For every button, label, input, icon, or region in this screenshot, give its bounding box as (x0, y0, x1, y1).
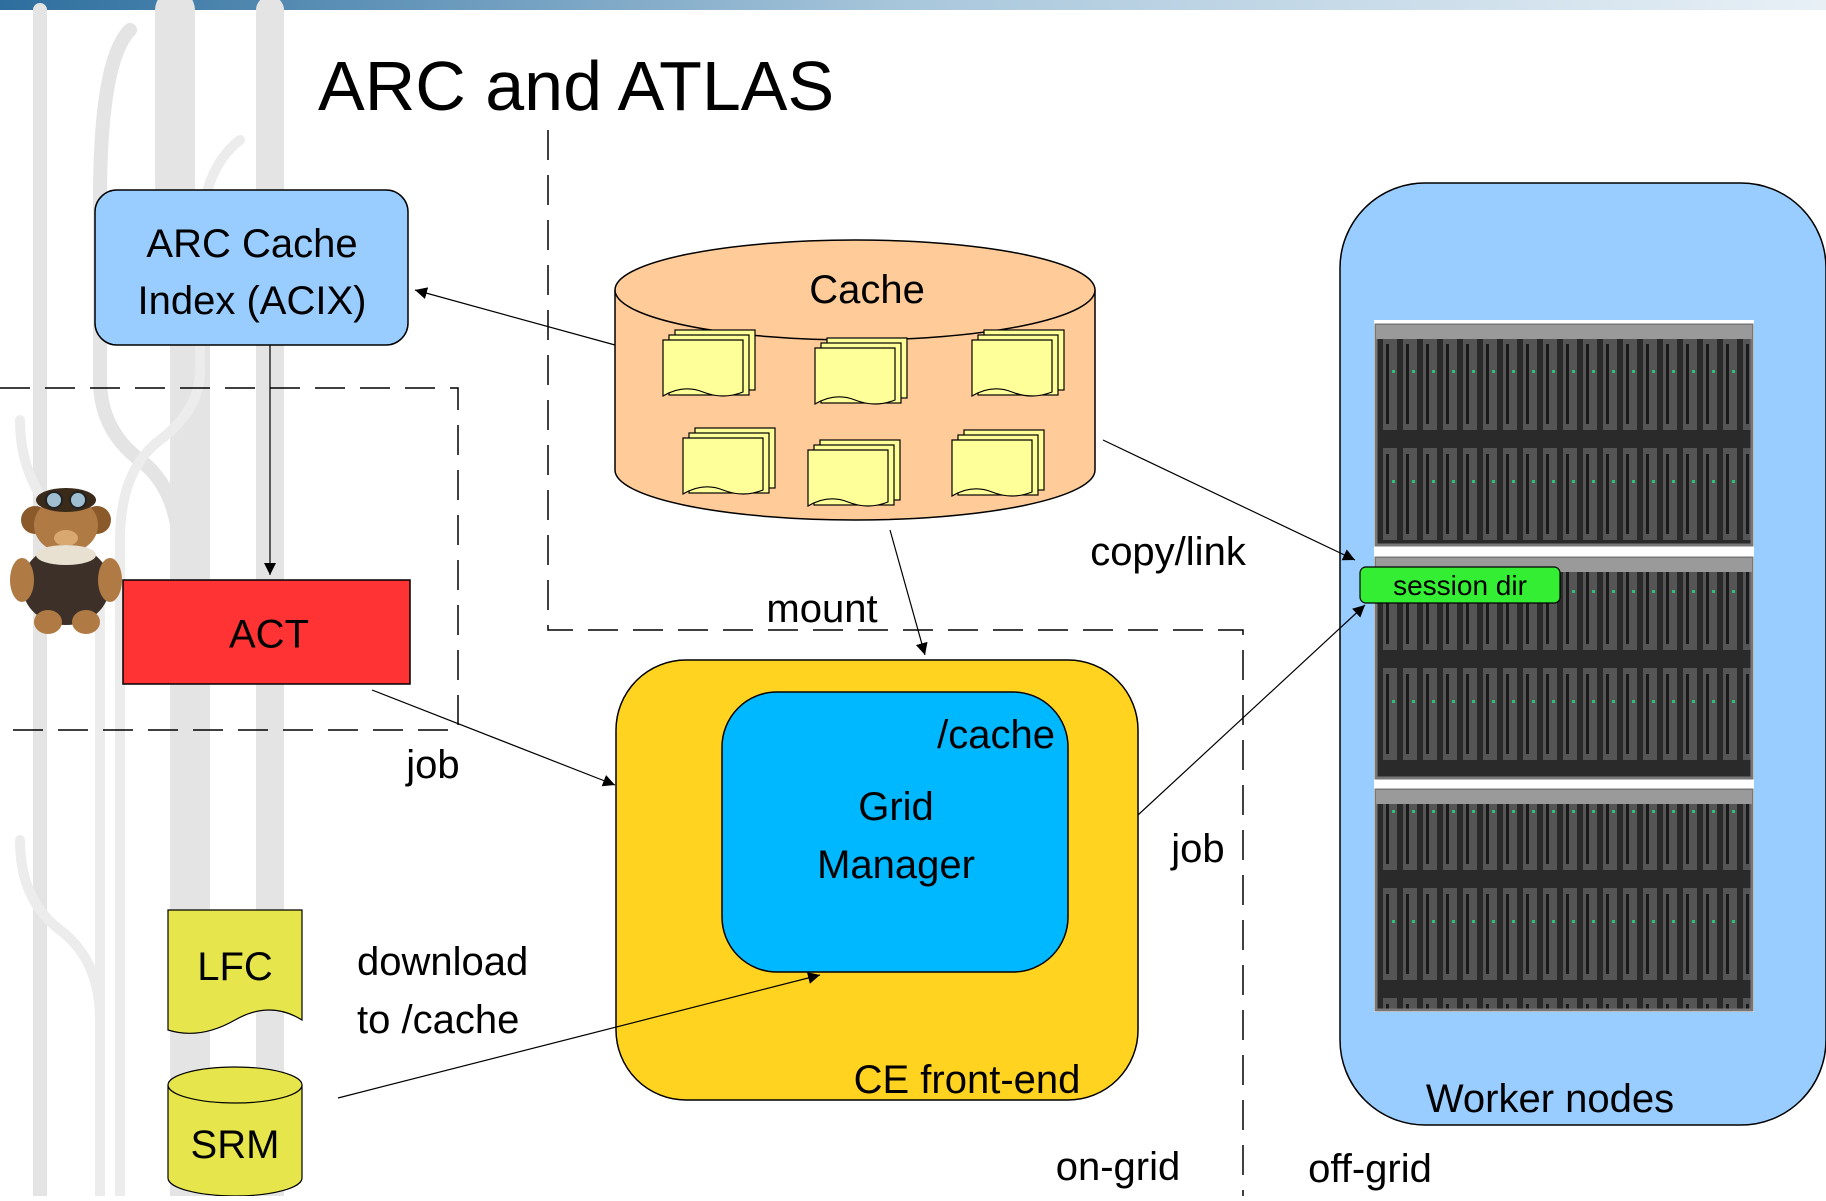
arrow-ce-to-session-dir (1137, 604, 1366, 816)
grid-manager-label-line1: Grid (858, 785, 934, 829)
acix-label-line2: Index (ACIX) (138, 279, 367, 323)
edge-label-copy-link: copy/link (1090, 530, 1247, 574)
edge-label-mount: mount (766, 587, 877, 631)
acix-label-line1: ARC Cache (146, 222, 357, 266)
region-label-off-grid: off-grid (1308, 1147, 1432, 1191)
arrow-cache-to-acix (414, 287, 616, 346)
file-stack-icon (807, 439, 901, 508)
cache-label: Cache (809, 268, 925, 312)
server-rack-icons (1374, 320, 1754, 1012)
server-rack-icon (1374, 323, 1754, 547)
slide-title: ARC and ATLAS (318, 47, 834, 125)
top-banner-bar (0, 0, 1826, 10)
arrow-act-to-ce (371, 689, 616, 787)
lfc-document-shape (167, 909, 303, 1034)
server-rack-icon (1374, 788, 1754, 1012)
lfc-label: LFC (197, 945, 273, 989)
act-box (122, 579, 411, 685)
arrow-srm-to-grid-manager (337, 972, 821, 1099)
srm-cylinder (167, 1066, 303, 1197)
grid-manager-label-line2: Manager (817, 843, 975, 887)
srm-label: SRM (191, 1123, 280, 1167)
edge-label-job-act: job (405, 743, 459, 787)
worker-nodes-label: Worker nodes (1426, 1077, 1674, 1121)
edge-label-download-line1: download (357, 940, 528, 984)
file-stack-icons (662, 329, 1065, 508)
acix-box (94, 189, 409, 346)
file-stack-icon (682, 427, 776, 496)
act-label: ACT (229, 613, 309, 657)
file-stack-icon (971, 329, 1065, 398)
edges (264, 287, 1366, 1099)
file-stack-icon (662, 329, 756, 398)
region-label-on-grid: on-grid (1056, 1145, 1181, 1189)
cache-mount-label: /cache (937, 713, 1055, 757)
session-dir-label: session dir (1393, 570, 1527, 601)
file-stack-icon (814, 337, 908, 406)
region-boundaries (0, 130, 1244, 1196)
arrow-cache-to-session-dir (1102, 439, 1356, 561)
edge-label-job-ce: job (1170, 827, 1224, 871)
edge-label-download-line2: to /cache (357, 998, 519, 1042)
ce-frontend-label: CE front-end (854, 1058, 1081, 1102)
session-dir-box (1359, 566, 1561, 604)
grid-manager-box (721, 691, 1069, 973)
file-stack-icon (951, 429, 1045, 498)
arrow-cache-to-ce-mount (889, 529, 928, 656)
teddy-bear-icon (10, 488, 122, 634)
